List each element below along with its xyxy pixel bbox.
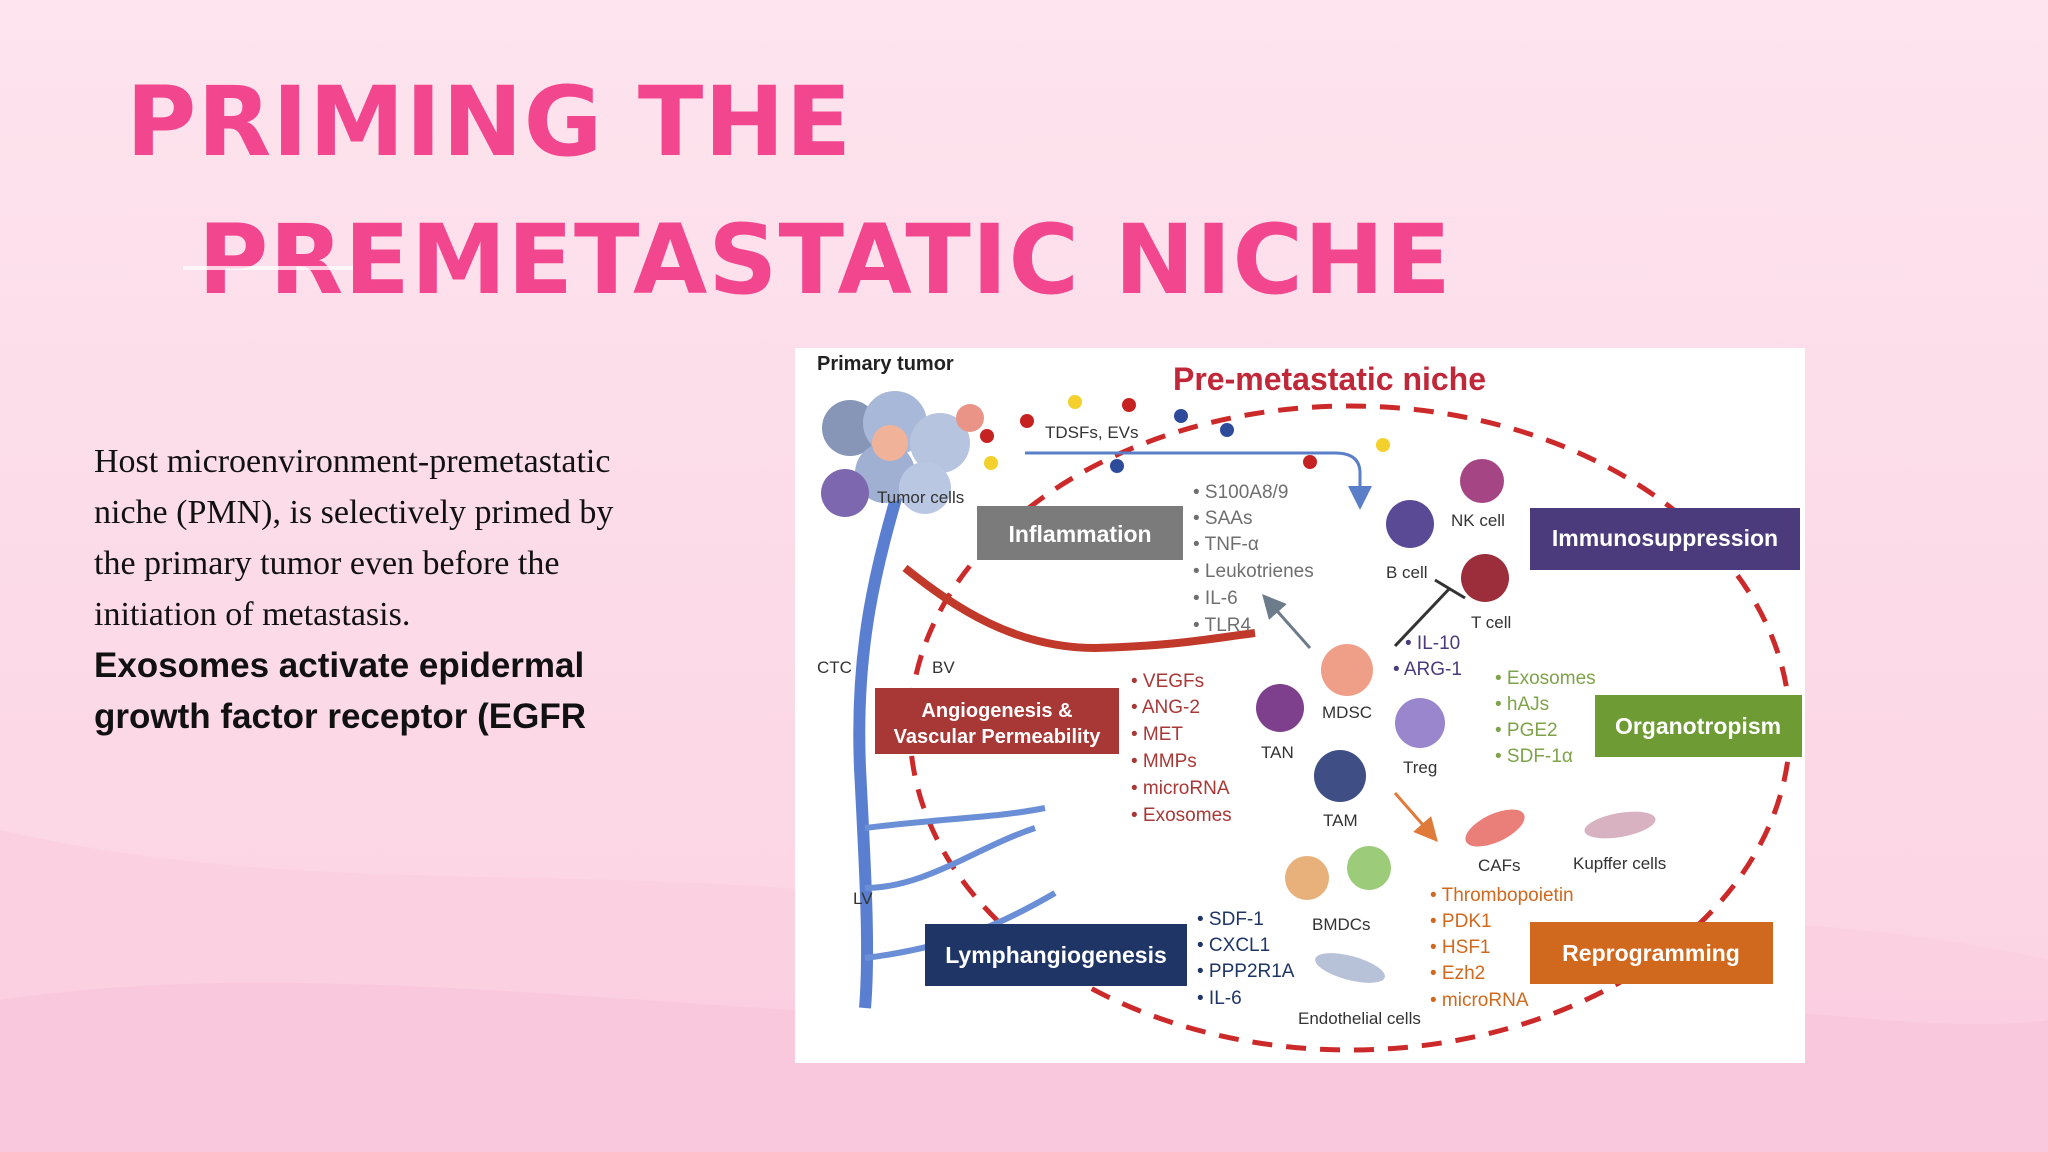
t-cell xyxy=(1461,554,1509,602)
svg-text:• Ezh2: • Ezh2 xyxy=(1430,963,1485,984)
svg-text:Reprogramming: Reprogramming xyxy=(1562,940,1740,966)
svg-text:• PPP2R1A: • PPP2R1A xyxy=(1197,961,1295,982)
t-cell-label: T cell xyxy=(1471,613,1511,632)
treg-cell xyxy=(1395,698,1445,748)
svg-text:• TLR4: • TLR4 xyxy=(1193,615,1251,636)
endothelial-label: Endothelial cells xyxy=(1298,1009,1421,1028)
tam-cell xyxy=(1314,750,1366,802)
svg-text:• S100A8/9: • S100A8/9 xyxy=(1193,482,1288,503)
mdsc-inflammation-arrow xyxy=(1262,594,1312,649)
slide-body: Host microenvironment-premetastatic nich… xyxy=(94,436,654,742)
ctc-label: CTC xyxy=(817,658,852,677)
svg-text:• CXCL1: • CXCL1 xyxy=(1197,935,1270,956)
b-cell xyxy=(1386,500,1434,548)
svg-text:Lymphangiogenesis: Lymphangiogenesis xyxy=(945,942,1167,968)
caf-cell xyxy=(1465,809,1525,847)
tam-label: TAM xyxy=(1323,811,1358,830)
tumor-cluster xyxy=(821,391,984,517)
bmdc-cell-1 xyxy=(1285,856,1329,900)
tumor-cells-label: Tumor cells xyxy=(877,488,964,507)
cafs-label: CAFs xyxy=(1478,856,1521,875)
lymph-list: • SDF-1 • CXCL1 • PPP2R1A • IL-6 xyxy=(1197,909,1295,1009)
svg-text:Angiogenesis &: Angiogenesis & xyxy=(921,700,1072,722)
svg-text:Immunosuppression: Immunosuppression xyxy=(1552,525,1778,551)
inhibition-line xyxy=(1393,578,1466,648)
angio-list: • VEGFs • ANG-2 • MET • MMPs • microRNA … xyxy=(1131,671,1232,826)
tan-label: TAN xyxy=(1261,743,1294,762)
svg-text:• MET: • MET xyxy=(1131,724,1183,745)
bmdcs-label: BMDCs xyxy=(1312,915,1371,934)
reprog-list: • Thrombopoietin • PDK1 • HSF1 • Ezh2 • … xyxy=(1430,885,1574,1011)
tam-caf-arrow xyxy=(1393,792,1438,843)
pmn-title-label: Pre-metastatic niche xyxy=(1173,361,1486,397)
organotropism-box: Organotropism xyxy=(1595,695,1802,757)
svg-text:• MMPs: • MMPs xyxy=(1131,751,1197,772)
slide-title-line2: PREMETASTATIC NICHE xyxy=(198,204,1452,316)
svg-text:• SDF-1α: • SDF-1α xyxy=(1495,746,1573,767)
slide-title-line1: PRIMING THE xyxy=(126,66,853,178)
mdsc-label: MDSC xyxy=(1322,703,1372,722)
svg-text:• SDF-1: • SDF-1 xyxy=(1197,909,1264,930)
tan-cell xyxy=(1256,684,1304,732)
reprogramming-box: Reprogramming xyxy=(1530,922,1773,984)
svg-text:Inflammation: Inflammation xyxy=(1008,521,1151,547)
mdsc-cell xyxy=(1321,644,1373,696)
svg-text:• HSF1: • HSF1 xyxy=(1430,937,1491,958)
b-cell-label: B cell xyxy=(1386,563,1428,582)
svg-text:• hAJs: • hAJs xyxy=(1495,694,1549,715)
kupffer-cell xyxy=(1584,811,1656,839)
blood-vessel-blue xyxy=(853,466,911,1009)
pmn-diagram: Inflammation Immunosuppression Angiogene… xyxy=(795,348,1805,1063)
kupffer-label: Kupffer cells xyxy=(1573,854,1666,873)
svg-text:• ARG-1: • ARG-1 xyxy=(1393,659,1462,680)
svg-text:• Exosomes: • Exosomes xyxy=(1131,805,1232,826)
svg-text:• SAAs: • SAAs xyxy=(1193,508,1252,529)
svg-text:• VEGFs: • VEGFs xyxy=(1131,671,1204,692)
immuno-list: • IL-10 • ARG-1 xyxy=(1393,633,1462,680)
svg-text:• Exosomes: • Exosomes xyxy=(1495,668,1596,689)
blood-vessel-red xyxy=(902,564,1256,653)
bmdc-cell-2 xyxy=(1347,846,1391,890)
nk-cell xyxy=(1460,459,1504,503)
tdsf-particles xyxy=(980,395,1390,473)
svg-text:• microRNA: • microRNA xyxy=(1430,990,1529,1011)
svg-text:• IL-6: • IL-6 xyxy=(1197,988,1242,1009)
svg-text:• microRNA: • microRNA xyxy=(1131,778,1230,799)
title-underline xyxy=(183,266,353,270)
inflammation-list: • S100A8/9 • SAAs • TNF-α • Leukotrienes… xyxy=(1193,482,1314,636)
svg-text:• PDK1: • PDK1 xyxy=(1430,911,1492,932)
tdsf-flow-arrow xyxy=(1025,451,1372,510)
svg-text:• TNF-α: • TNF-α xyxy=(1193,534,1259,555)
primary-tumor-label: Primary tumor xyxy=(817,353,954,375)
treg-label: Treg xyxy=(1403,758,1437,777)
svg-text:Organotropism: Organotropism xyxy=(1615,713,1781,739)
body-paragraph-bold: Exosomes activate epidermal growth facto… xyxy=(94,646,586,736)
body-paragraph: Host microenvironment-premetastatic nich… xyxy=(94,443,614,633)
svg-text:• IL-10: • IL-10 xyxy=(1405,633,1460,654)
inflammation-box: Inflammation xyxy=(977,506,1183,560)
angiogenesis-box: Angiogenesis & Vascular Permeability xyxy=(875,688,1119,754)
immunosuppression-box: Immunosuppression xyxy=(1530,508,1800,570)
tdsf-label: TDSFs, EVs xyxy=(1045,423,1139,442)
lv-label: LV xyxy=(853,889,873,908)
svg-text:• Thrombopoietin: • Thrombopoietin xyxy=(1430,885,1574,906)
svg-text:Vascular Permeability: Vascular Permeability xyxy=(894,726,1102,748)
lymphangiogenesis-box: Lymphangiogenesis xyxy=(925,924,1187,986)
nk-cell-label: NK cell xyxy=(1451,511,1505,530)
svg-text:• IL-6: • IL-6 xyxy=(1193,588,1238,609)
bv-label: BV xyxy=(932,658,955,677)
svg-text:• Leukotrienes: • Leukotrienes xyxy=(1193,561,1314,582)
svg-text:• PGE2: • PGE2 xyxy=(1495,720,1558,741)
endothelial-cell xyxy=(1315,953,1385,983)
svg-text:• ANG-2: • ANG-2 xyxy=(1131,697,1200,718)
organo-list: • Exosomes • hAJs • PGE2 • SDF-1α xyxy=(1495,668,1596,767)
